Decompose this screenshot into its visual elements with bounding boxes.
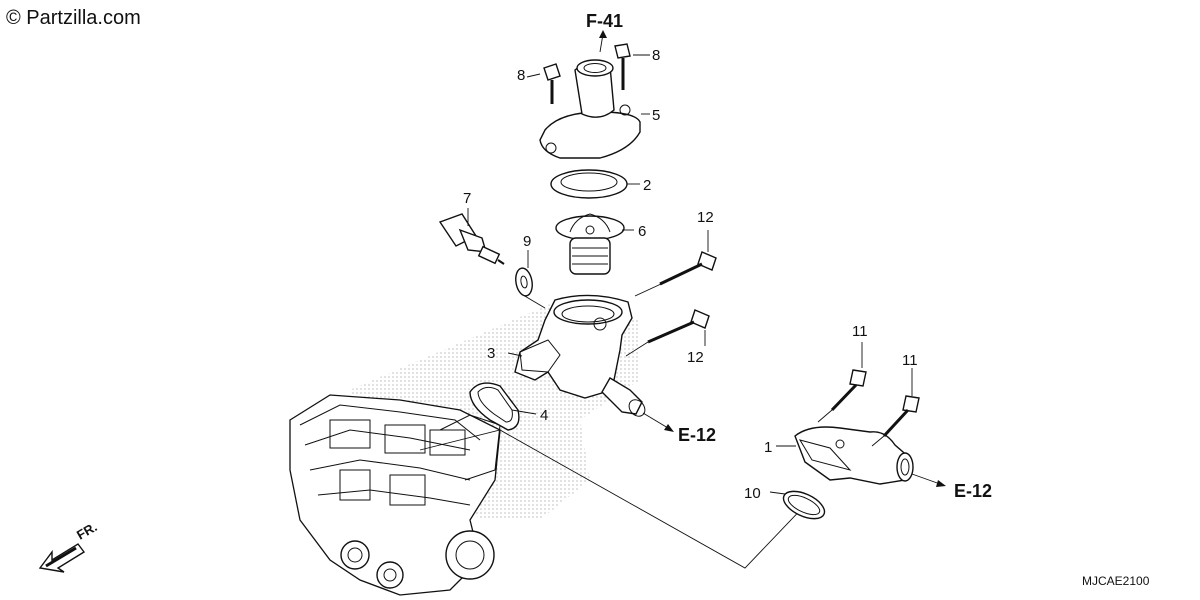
front-label: FR. — [74, 519, 100, 542]
callout-8-left: 8 — [517, 67, 525, 84]
reference-label-middle: E-12 — [678, 425, 716, 445]
bolt-8-left — [543, 63, 561, 104]
callout-11-right: 11 — [902, 352, 918, 369]
bolt-8-right — [614, 43, 631, 90]
diagram-code: MJCAE2100 — [1082, 574, 1150, 588]
callout-6: 6 — [638, 223, 646, 240]
bolt-12-lower — [647, 309, 710, 344]
reference-arrows — [599, 30, 946, 487]
assembly-leader-line — [419, 429, 811, 569]
seal-ring-part — [550, 169, 628, 199]
callout-leaders — [467, 54, 913, 495]
callout-2: 2 — [643, 177, 651, 194]
callout-4: 4 — [540, 407, 548, 424]
callout-1: 1 — [764, 439, 772, 456]
water-joint-part — [794, 426, 914, 485]
small-o-ring-part — [782, 490, 826, 520]
washer-part — [515, 267, 533, 297]
thermostat-cover-part — [539, 59, 641, 159]
thermostat-part — [555, 213, 625, 275]
bolt-12-upper — [659, 251, 717, 286]
reference-label-top: F-41 — [586, 11, 623, 31]
callout-12-lower: 12 — [687, 349, 704, 366]
callout-9: 9 — [523, 233, 531, 250]
callout-8-right: 8 — [652, 47, 660, 64]
reference-label-right: E-12 — [954, 481, 992, 501]
callout-5: 5 — [652, 107, 660, 124]
callout-3: 3 — [487, 345, 495, 362]
bolt-11-left — [830, 369, 867, 412]
temperature-sensor-part — [438, 213, 505, 265]
watermark-text: © Partzilla.com — [6, 7, 141, 29]
thermostat-housing-part — [514, 294, 646, 417]
callout-11-left: 11 — [852, 323, 868, 340]
callout-7: 7 — [463, 190, 471, 207]
front-direction-arrow: FR. — [38, 519, 100, 573]
o-ring-part — [469, 382, 520, 431]
callout-10: 10 — [744, 485, 761, 502]
callout-12-upper: 12 — [697, 209, 714, 226]
bolt-11-right — [882, 395, 920, 438]
